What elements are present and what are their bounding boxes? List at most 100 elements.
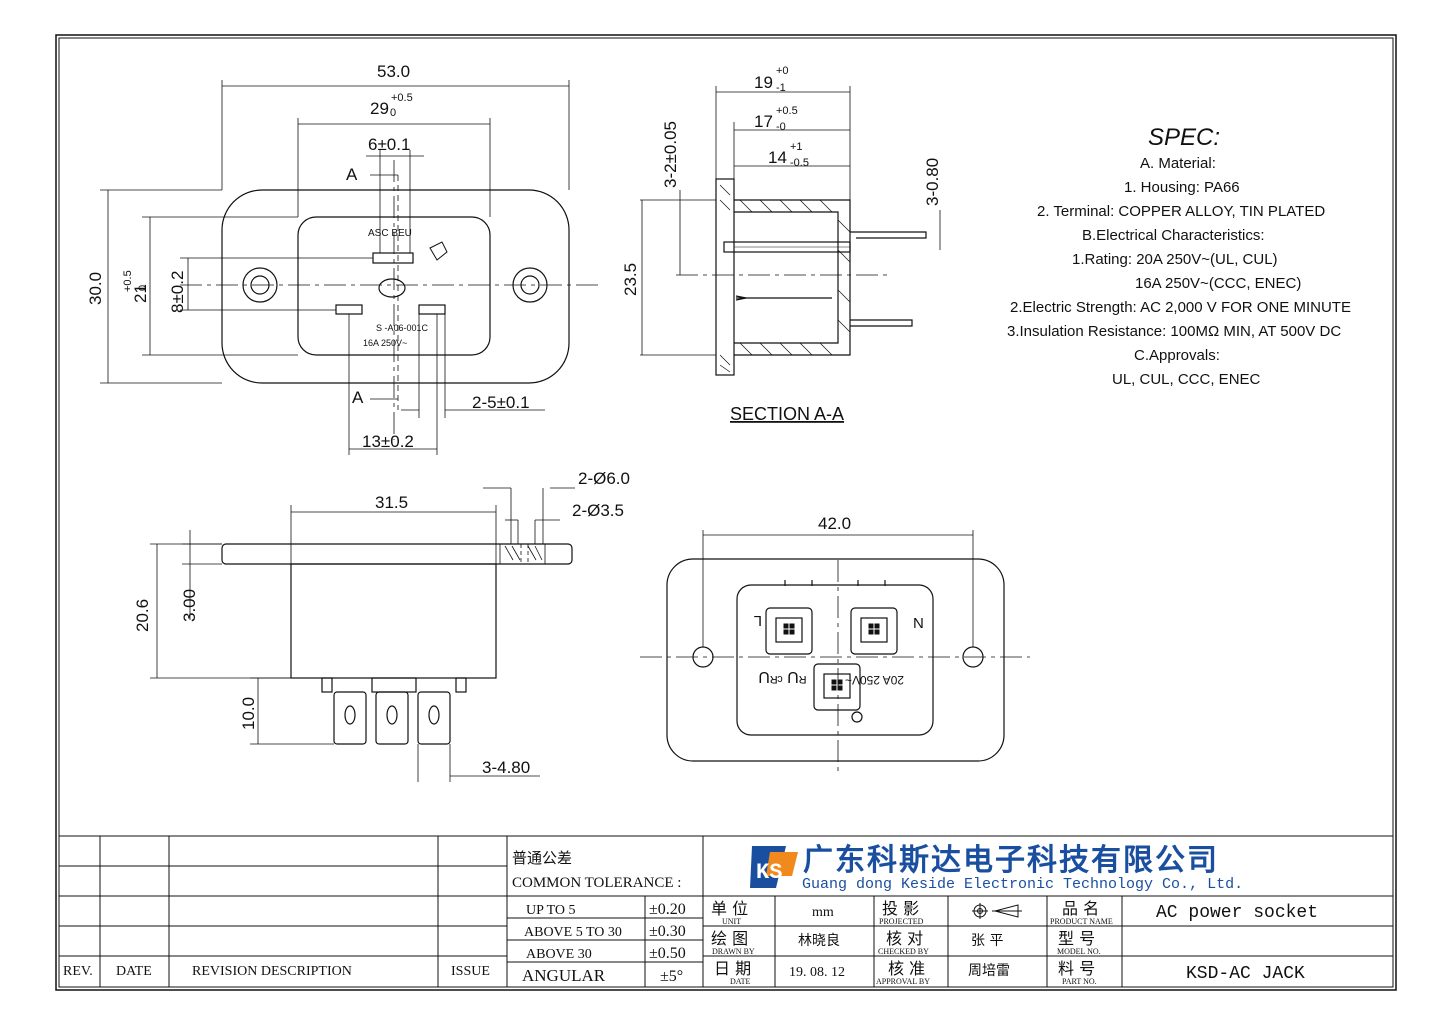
side-dim-terminal-width: 3-4.80 — [482, 758, 530, 777]
section-marker-bottom: A — [352, 388, 364, 407]
tb-projected-en: PROJECTED — [879, 917, 924, 926]
tb-desc-header: REVISION DESCRIPTION — [192, 964, 352, 979]
tb-unit-en: UNIT — [722, 917, 741, 926]
tb-drawn-en: DRAWN BY — [712, 947, 755, 956]
front-dim-29-tol-top: +0.5 — [391, 92, 413, 104]
spec-line-8: 3.Insulation Resistance: 100MΩ MIN, AT 5… — [1007, 323, 1341, 340]
tb-tol-range-3: ABOVE 30 — [526, 947, 592, 962]
section-dim-19-tol-bot: -1 — [776, 82, 786, 94]
tb-issue-header: ISSUE — [451, 964, 490, 979]
tb-product-cn: 品 名 — [1062, 899, 1099, 918]
front-dim-13: 13±0.2 — [362, 432, 414, 451]
tb-tol-title-cn: 普通公差 — [512, 849, 572, 867]
tb-tol-value-2: ±0.30 — [649, 923, 686, 940]
projection-symbol-icon — [972, 903, 1022, 919]
section-dim-14: 14 — [768, 148, 787, 167]
rear-marking-2: ᴿU ᶜᴿU — [758, 668, 806, 685]
tb-part-en: PART NO. — [1062, 977, 1097, 986]
tb-tol-range-1: UP TO 5 — [526, 903, 576, 918]
tb-tol-title-en: COMMON TOLERANCE : — [512, 875, 681, 891]
spec-line-5: 1.Rating: 20A 250V~(UL, CUL) — [1072, 251, 1278, 268]
tb-model-cn: 型 号 — [1058, 929, 1095, 948]
section-dim-14-tol-top: +1 — [790, 141, 803, 153]
section-dim-19-tol-top: +0 — [776, 65, 789, 77]
tb-approval-cn: 核 准 — [888, 959, 925, 978]
tb-drawn-value: 林晓良 — [798, 933, 840, 949]
side-dim-hole-outer: 2-Ø6.0 — [578, 469, 630, 488]
tb-date-cn: 日 期 — [714, 959, 751, 978]
rear-dim-42: 42.0 — [818, 514, 851, 533]
company-logo-letters: KS — [756, 860, 782, 885]
tb-tol-range-4: ANGULAR — [522, 966, 606, 985]
side-dim-10: 10.0 — [239, 697, 258, 730]
section-title: SECTION A-A — [730, 404, 844, 424]
section-dim-14-tol-bot: -0.5 — [790, 157, 809, 169]
tb-checked-en: CHECKED BY — [878, 947, 929, 956]
front-dim-29-tol-bot: 0 — [390, 107, 396, 119]
section-marker-top: A — [346, 165, 358, 184]
sheet-border-inner — [58, 37, 1394, 988]
front-dim-pin-width: 2-5±0.1 — [472, 393, 530, 412]
tb-rev-header: REV. — [63, 964, 93, 979]
section-dim-17: 17 — [754, 112, 773, 131]
company-name-en: Guang dong Keside Electronic Technology … — [802, 876, 1243, 893]
tb-checked-cn: 核 对 — [886, 929, 923, 948]
spec-line-7: 2.Electric Strength: AC 2,000 V FOR ONE … — [1010, 299, 1351, 316]
tb-checked-value: 张 平 — [971, 933, 1003, 949]
tb-approval-en: APPROVAL BY — [876, 977, 930, 986]
tb-part-cn: 料 号 — [1058, 959, 1095, 978]
front-dim-pin: 6±0.1 — [368, 135, 410, 154]
front-marking-1: S -A06-001C — [376, 323, 429, 333]
front-view — [100, 80, 600, 455]
tb-model-en: MODEL NO. — [1057, 947, 1101, 956]
tb-unit-cn: 单 位 — [711, 899, 748, 918]
tb-tol-value-1: ±0.20 — [649, 901, 686, 918]
tb-tol-range-2: ABOVE 5 TO 30 — [524, 925, 622, 940]
spec-title: SPEC: — [1148, 124, 1220, 151]
spec-line-2: 1. Housing: PA66 — [1124, 179, 1240, 196]
tb-unit-value: mm — [812, 905, 834, 920]
section-dim-17-tol-top: +0.5 — [776, 105, 798, 117]
front-marking-2: 16A 250V~ — [363, 338, 407, 348]
front-dim-53: 53.0 — [377, 62, 410, 81]
side-view — [150, 487, 575, 782]
rear-view — [640, 530, 1030, 772]
rear-label-n: N — [913, 615, 924, 632]
section-dim-19: 19 — [754, 73, 773, 92]
tb-product-value: AC power socket — [1156, 903, 1318, 923]
company-logo-icon: KS — [750, 846, 798, 888]
front-marking-top: ASC BEU — [368, 228, 412, 239]
tb-product-en: PRODUCT NAME — [1050, 917, 1113, 926]
section-dim-17-tol-bot: -0 — [776, 121, 786, 133]
front-dim-21-tol-top: +0.5 — [122, 270, 134, 292]
front-dim-8: 8±0.2 — [168, 271, 187, 313]
title-block-grid — [59, 835, 1393, 987]
tb-part-value: KSD-AC JACK — [1186, 964, 1305, 984]
tb-date-header: DATE — [116, 964, 152, 979]
company-name-cn: 广东科斯达电子科技有限公司 — [803, 843, 1219, 878]
side-dim-20-6: 20.6 — [133, 599, 152, 632]
tb-projected-cn: 投 影 — [882, 899, 919, 918]
tb-tol-value-4: ±5° — [660, 968, 683, 985]
spec-line-3: 2. Terminal: COPPER ALLOY, TIN PLATED — [1037, 203, 1325, 220]
spec-line-4: B.Electrical Characteristics: — [1082, 227, 1265, 244]
side-dim-31-5: 31.5 — [375, 493, 408, 512]
section-view — [640, 86, 941, 376]
front-dim-21: 21 — [131, 284, 150, 303]
tb-drawn-cn: 绘 图 — [711, 929, 748, 948]
tb-date-en: DATE — [730, 977, 751, 986]
tb-approval-value: 周培雷 — [968, 963, 1010, 979]
section-dim-flange: 3-2±0.05 — [661, 121, 680, 188]
front-dim-29: 29 — [370, 99, 389, 118]
tb-tol-value-3: ±0.50 — [649, 945, 686, 962]
front-dim-30: 30.0 — [86, 272, 105, 305]
tb-date-value: 19. 08. 12 — [789, 965, 845, 980]
spec-line-6: 16A 250V~(CCC, ENEC) — [1135, 275, 1301, 292]
spec-line-9: C.Approvals: — [1134, 347, 1220, 364]
rear-marking-1: 20A 250V~ — [845, 673, 904, 687]
front-dim-21-tol-bot: 0 — [137, 285, 149, 291]
side-dim-3: 3.00 — [180, 589, 199, 622]
side-dim-hole-inner: 2-Ø3.5 — [572, 501, 624, 520]
section-dim-23-5: 23.5 — [621, 263, 640, 296]
